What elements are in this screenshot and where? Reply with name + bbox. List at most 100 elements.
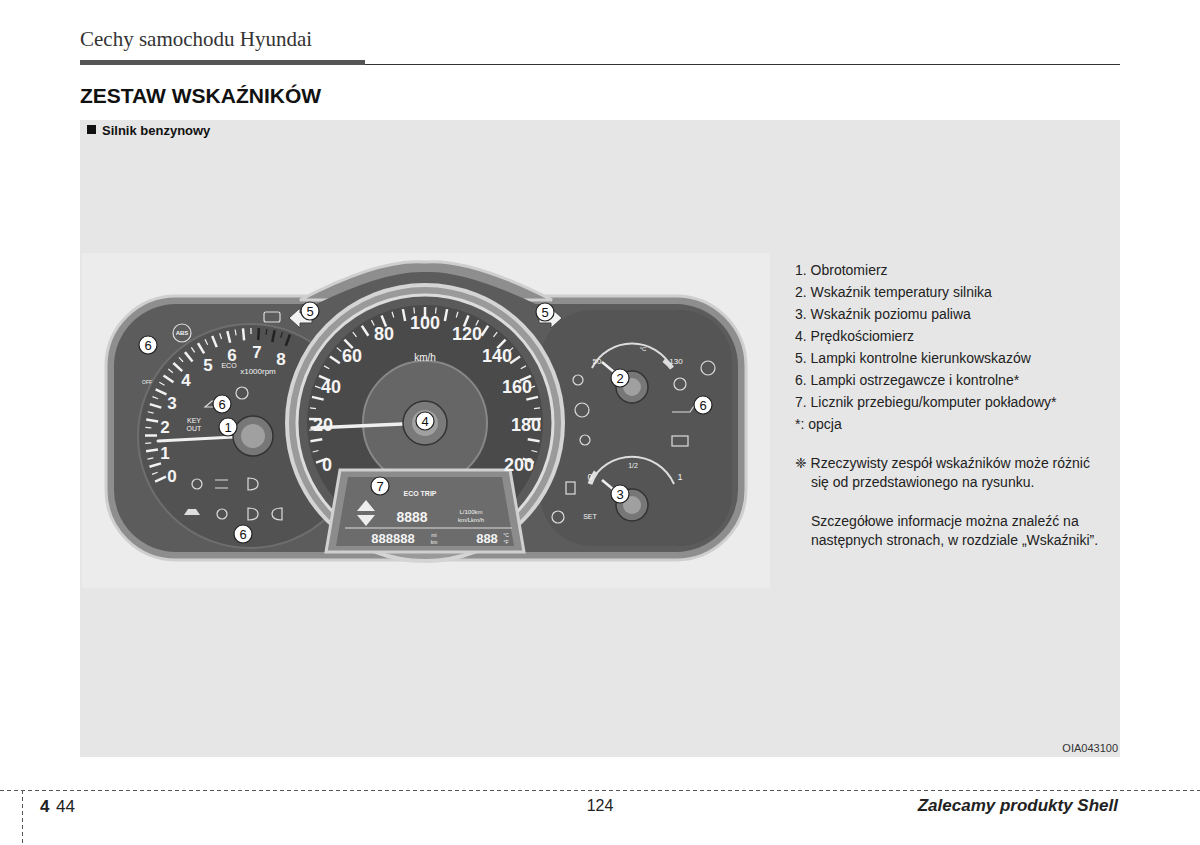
running-header: Cechy samochodu Hyundai xyxy=(80,27,312,51)
display-unit: L/100km xyxy=(459,509,482,515)
tick-mark xyxy=(392,312,394,318)
dial-number: 60 xyxy=(342,347,362,365)
callout-number: 5 xyxy=(306,305,313,318)
tick-mark xyxy=(413,308,415,314)
dial-number: 2 xyxy=(160,419,169,436)
tick-mark xyxy=(146,420,158,422)
dial-number: 160 xyxy=(502,378,532,396)
figure-code: OIA043100 xyxy=(1062,742,1118,755)
dial-number: 140 xyxy=(482,347,512,365)
icon-text: KEY xyxy=(187,417,201,424)
dial-number: 1/2 xyxy=(628,462,638,469)
note-text: ❈ Rzeczywisty zespół wskaźników może róż… xyxy=(795,454,1095,492)
tick-mark xyxy=(243,328,244,340)
tick-mark xyxy=(145,427,151,429)
callout-number: 6 xyxy=(144,339,151,352)
tick-mark xyxy=(159,382,164,385)
dial-number: 5 xyxy=(203,357,212,374)
dial-number: 1 xyxy=(160,445,169,462)
callout-number: 5 xyxy=(541,306,548,319)
dial-number: 180 xyxy=(511,416,541,434)
footer-rule xyxy=(0,790,1200,791)
tick-mark xyxy=(456,312,458,318)
tick-mark xyxy=(337,348,342,352)
tick-mark xyxy=(310,407,316,409)
tick-mark xyxy=(310,439,322,441)
display-digits: 888 xyxy=(476,532,498,545)
tick-mark xyxy=(152,472,158,474)
dial-number: 3 xyxy=(167,395,176,412)
tick-mark xyxy=(191,347,194,352)
dial-unit: km/h xyxy=(414,353,436,363)
tick-mark xyxy=(205,339,208,344)
tick-mark xyxy=(145,442,151,444)
dial-number: 7 xyxy=(252,344,261,361)
callout-number: 2 xyxy=(616,372,623,385)
list-item: 6. Lampki ostrzegawcze i kontrolne* xyxy=(795,372,1019,388)
list-item: 3. Wskaźnik poziomu paliwa xyxy=(795,306,971,322)
dial-number: 0 xyxy=(322,456,332,474)
tick-mark xyxy=(493,332,497,337)
tick-mark xyxy=(173,363,182,371)
tick-mark xyxy=(312,397,324,400)
footer-margin-rule xyxy=(22,790,23,845)
tick-mark xyxy=(445,309,447,321)
header-bar xyxy=(80,60,365,65)
display-unit: mi xyxy=(431,533,436,538)
panel-heading: Silnik benzynowy xyxy=(80,120,1120,138)
dial-number: 6 xyxy=(227,347,236,364)
tick-mark xyxy=(528,439,540,441)
icon-text: OFF xyxy=(142,380,152,385)
tick-mark xyxy=(435,308,437,314)
note-text: Szczegółowe informacje można znaleźć na … xyxy=(811,512,1101,550)
tick-mark xyxy=(371,320,374,325)
dial-number: 40 xyxy=(321,378,341,396)
display-unit: km/Lkm/h xyxy=(458,517,484,523)
tick-mark xyxy=(150,404,161,408)
dial-number: 80 xyxy=(374,325,394,343)
tick-mark xyxy=(257,328,260,340)
dial-number: 50 xyxy=(593,358,602,366)
tick-mark xyxy=(265,329,267,335)
footer-slogan: Zalecamy produkty Shell xyxy=(918,796,1118,816)
display-unit: °F xyxy=(503,540,508,545)
display-unit: km xyxy=(431,540,438,545)
tick-mark xyxy=(145,434,157,437)
tick-mark xyxy=(155,477,166,482)
tick-mark xyxy=(179,357,183,361)
tick-mark xyxy=(482,326,489,336)
icon-text: OUT xyxy=(187,425,202,432)
tick-mark xyxy=(147,458,153,459)
chapter-number: 4 xyxy=(40,797,49,817)
tick-mark xyxy=(313,451,319,453)
tick-mark xyxy=(156,389,167,394)
dial-number: 100 xyxy=(410,314,440,332)
display-digits: 888888 xyxy=(371,532,414,545)
icon-text: SET xyxy=(583,513,597,520)
tick-mark xyxy=(353,332,357,337)
callout-number: 4 xyxy=(421,415,428,428)
callout-circles xyxy=(139,302,712,543)
tick-mark xyxy=(164,376,174,383)
tick-mark xyxy=(220,333,222,339)
list-item: 5. Lampki kontrolne kierunkowskazów xyxy=(795,350,1031,366)
dial-number: 130 xyxy=(669,358,682,366)
callout-number: 6 xyxy=(699,399,706,412)
callout-number: 3 xyxy=(616,488,623,501)
callout-number: 7 xyxy=(376,480,383,493)
display-unit: °C xyxy=(503,533,509,538)
tick-mark xyxy=(534,407,540,409)
list-item: 4. Prędkościomierz xyxy=(795,328,914,344)
tick-mark xyxy=(330,356,340,363)
tick-mark xyxy=(272,330,274,342)
page-title: ZESTAW WSKAŹNIKÓW xyxy=(80,84,321,108)
tick-mark xyxy=(148,412,154,413)
tick-mark xyxy=(168,369,173,373)
list-item: 2. Wskaźnik temperatury silnika xyxy=(795,284,992,300)
tick-mark xyxy=(250,328,251,334)
dial-number: 0 xyxy=(587,473,592,482)
dial-number: 8 xyxy=(276,351,285,368)
tick-mark xyxy=(531,451,537,453)
list-item: 1. Obrotomierz xyxy=(795,262,888,278)
icon-text: ECO xyxy=(221,362,236,369)
